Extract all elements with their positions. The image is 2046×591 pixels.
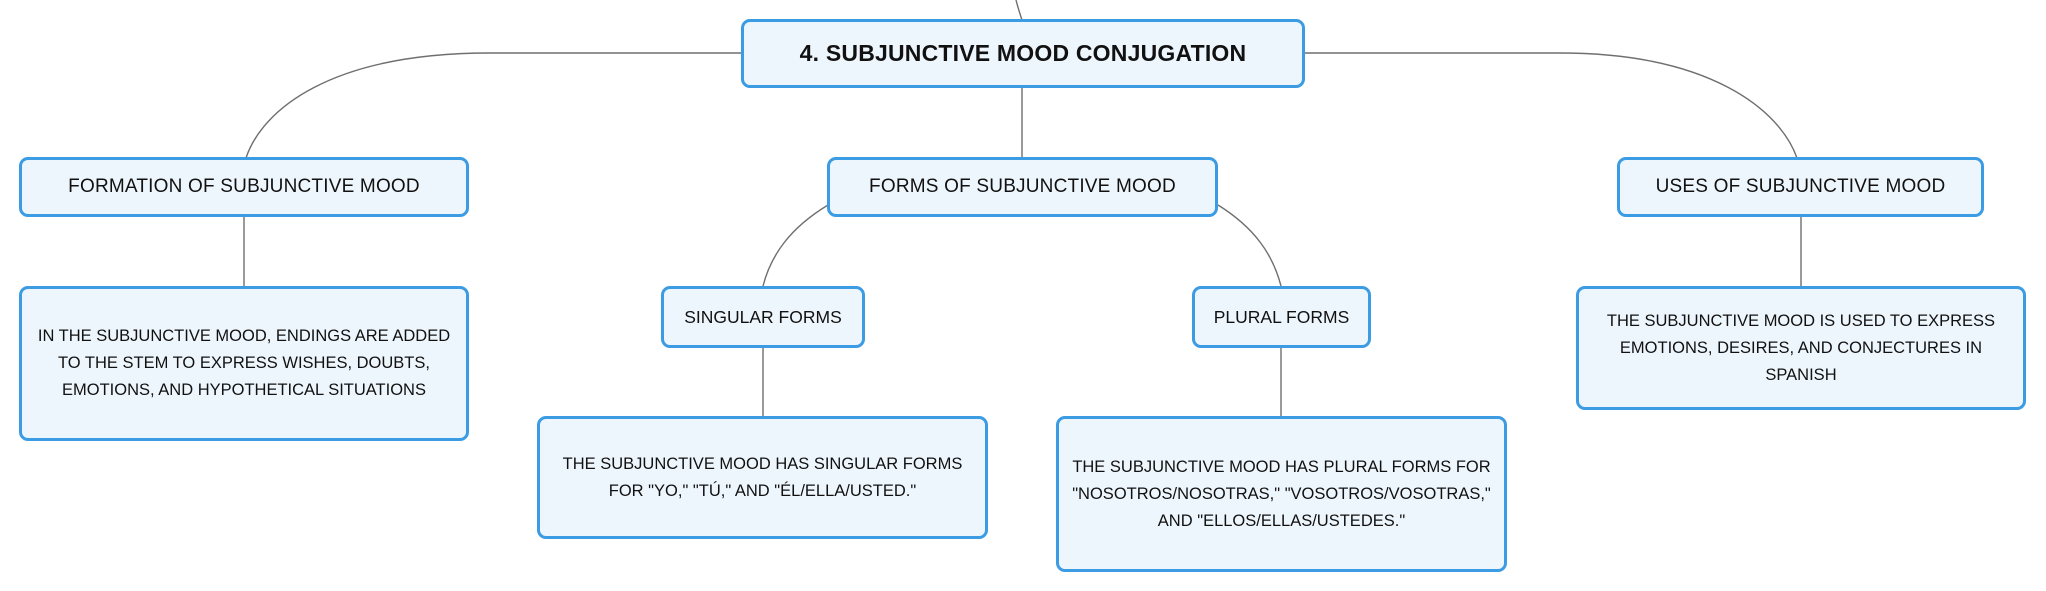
connector-root-uses — [1304, 52, 1798, 159]
singular-forms-node[interactable]: SINGULAR FORMS — [661, 286, 865, 348]
formation-node-label: FORMATION OF SUBJUNCTIVE MOOD — [68, 176, 420, 197]
connector-forms-plural — [1217, 204, 1282, 287]
formation-node[interactable]: FORMATION OF SUBJUNCTIVE MOOD — [19, 157, 469, 217]
forms-node[interactable]: FORMS OF SUBJUNCTIVE MOOD — [827, 157, 1218, 217]
connector-forms-singular — [762, 204, 829, 287]
formation-detail-text: IN THE SUBJUNCTIVE MOOD, ENDINGS ARE ADD… — [37, 327, 451, 399]
plural-detail-node[interactable]: THE SUBJUNCTIVE MOOD HAS PLURAL FORMS FO… — [1056, 416, 1507, 572]
connector-parent-root — [1015, 0, 1023, 21]
root-node-label: 4. SUBJUNCTIVE MOOD CONJUGATION — [799, 40, 1247, 66]
root-node[interactable]: 4. SUBJUNCTIVE MOOD CONJUGATION — [741, 19, 1305, 88]
formation-detail-node[interactable]: IN THE SUBJUNCTIVE MOOD, ENDINGS ARE ADD… — [19, 286, 469, 441]
forms-node-label: FORMS OF SUBJUNCTIVE MOOD — [869, 176, 1176, 197]
plural-forms-label: PLURAL FORMS — [1213, 306, 1350, 327]
singular-detail-node[interactable]: THE SUBJUNCTIVE MOOD HAS SINGULAR FORMS … — [537, 416, 988, 539]
uses-detail-node[interactable]: THE SUBJUNCTIVE MOOD IS USED TO EXPRESS … — [1576, 286, 2026, 410]
uses-detail-text: THE SUBJUNCTIVE MOOD IS USED TO EXPRESS … — [1606, 311, 1996, 384]
plural-forms-node[interactable]: PLURAL FORMS — [1192, 286, 1371, 348]
singular-forms-label: SINGULAR FORMS — [684, 306, 842, 327]
uses-node[interactable]: USES OF SUBJUNCTIVE MOOD — [1617, 157, 1984, 217]
connector-root-formation — [245, 52, 741, 159]
uses-node-label: USES OF SUBJUNCTIVE MOOD — [1655, 176, 1946, 197]
singular-detail-text: THE SUBJUNCTIVE MOOD HAS SINGULAR FORMS … — [562, 454, 963, 500]
plural-detail-text: THE SUBJUNCTIVE MOOD HAS PLURAL FORMS FO… — [1072, 457, 1491, 530]
